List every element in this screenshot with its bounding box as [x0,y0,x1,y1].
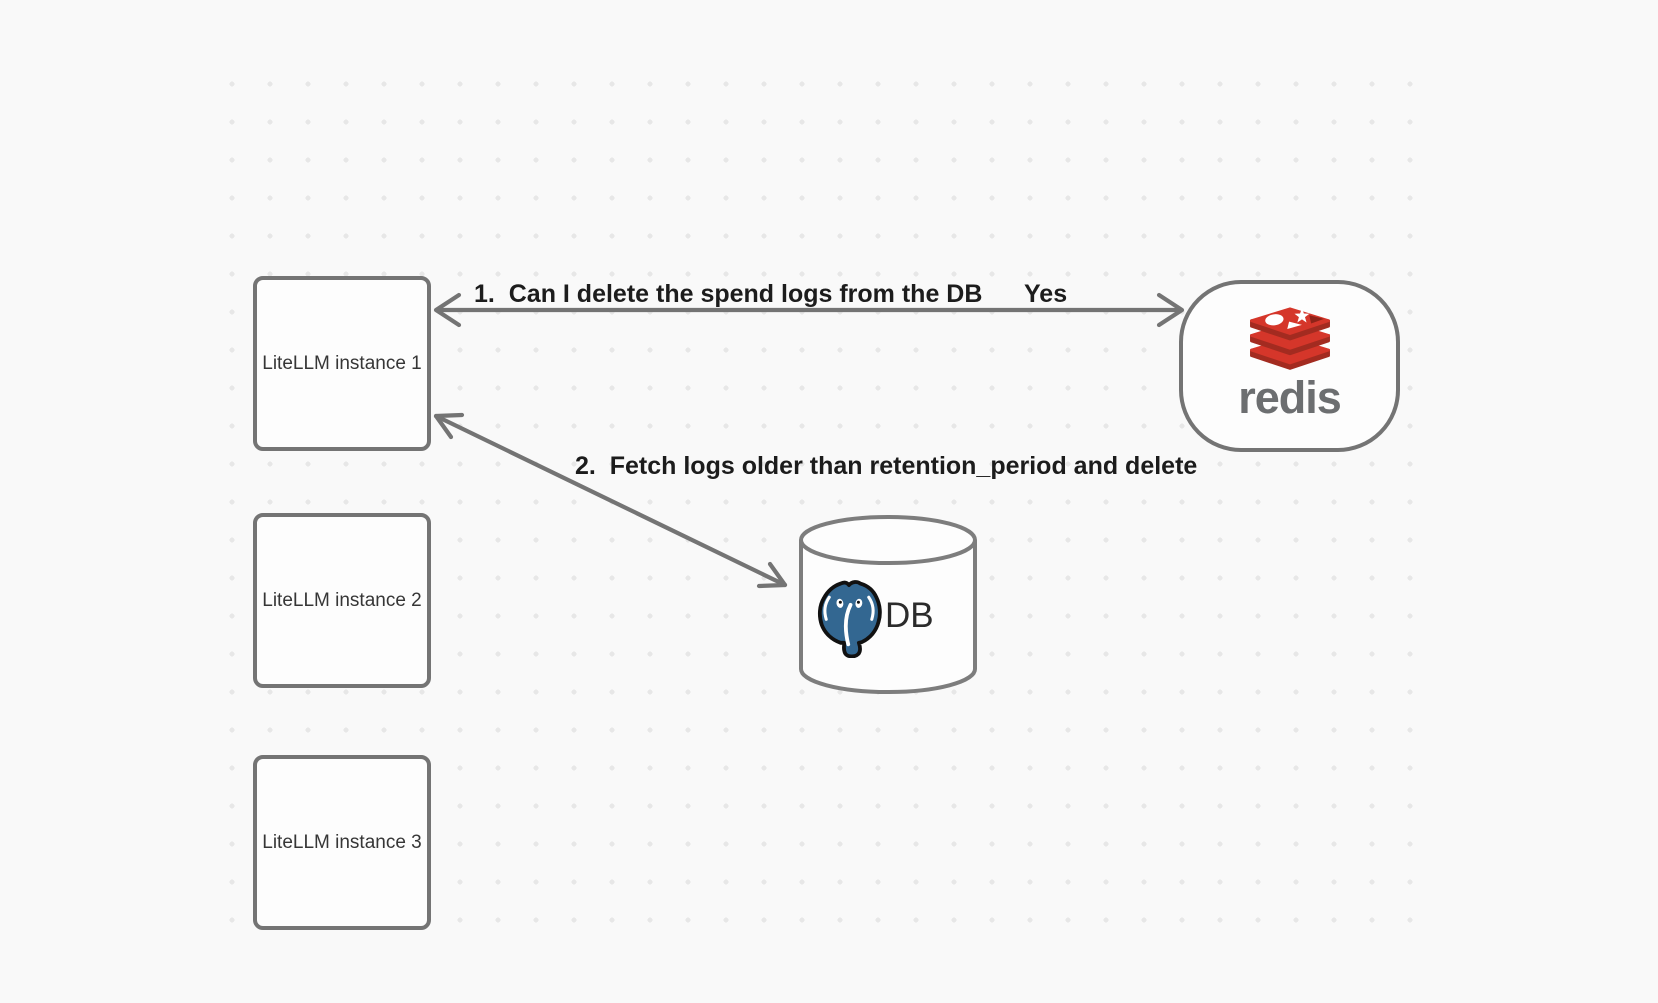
arrowhead-upleft-icon [433,412,465,440]
redis-node[interactable]: redis [1179,280,1400,452]
arrow-redis-litellm[interactable] [433,292,1185,328]
arrow1-response-label[interactable]: Yes [1024,280,1068,308]
postgresql-elephant-icon [817,580,882,658]
arrowhead-downright-icon [756,561,788,589]
litellm-instance-3-label: LiteLLM instance 3 [262,831,422,853]
arrow-litellm-db[interactable] [433,412,788,589]
redis-logo-icon [1249,307,1330,370]
arrowhead-right-icon [1156,292,1185,328]
redis-wordmark: redis [1238,372,1342,423]
litellm-instance-1-label: LiteLLM instance 1 [262,352,422,374]
litellm-instance-3-box[interactable]: LiteLLM instance 3 [253,755,431,930]
arrow2-action-label[interactable]: 2. Fetch logs older than retention_perio… [575,452,1198,480]
litellm-instance-2-label: LiteLLM instance 2 [262,589,422,611]
db-label: DB [885,596,934,635]
litellm-instance-1-box[interactable]: LiteLLM instance 1 [253,276,431,451]
litellm-instance-2-box[interactable]: LiteLLM instance 2 [253,513,431,688]
db-node[interactable]: DB [797,514,981,694]
arrow1-question-label[interactable]: 1. Can I delete the spend logs from the … [474,280,983,308]
arrowhead-left-icon [433,292,462,328]
